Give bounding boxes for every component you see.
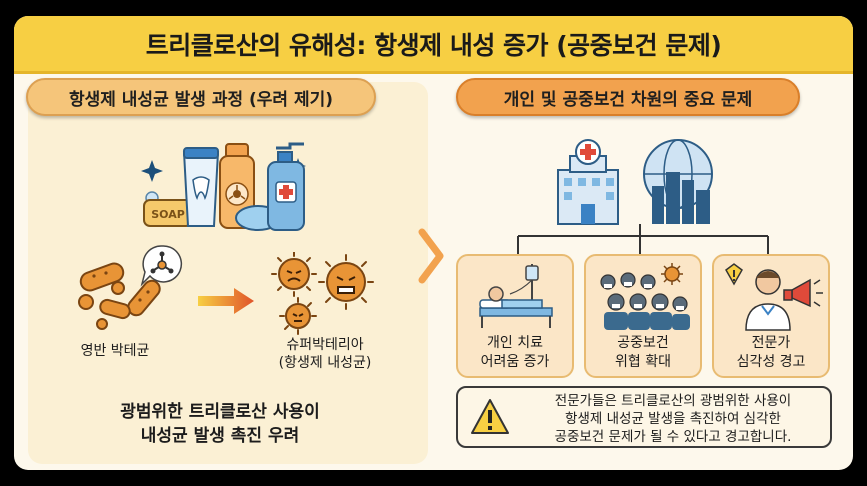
hospital-icon (557, 139, 619, 225)
impact-card-treatment: 개인 치료 어려움 증가 (456, 254, 574, 378)
doctor-megaphone-icon (725, 263, 823, 331)
expert-warning-box: 전문가들은 트리클로산의 광범위한 사용이 항생제 내성균 발생을 촉진하여 심… (456, 386, 832, 448)
card-treatment-caption: 개인 치료 어려움 증가 (480, 335, 550, 370)
right-section-header: 개인 및 공중보건 차원의 중요 문제 (456, 78, 800, 116)
warning-icon (471, 399, 509, 434)
superbug-illustration (271, 252, 374, 335)
superbug-label: 슈퍼박테리아 (286, 337, 364, 353)
card-expert-caption: 전문가 심각성 경고 (736, 335, 806, 370)
connector-lines (517, 224, 769, 256)
products-illustration: SOAP (141, 142, 306, 231)
chevron-right-icon (418, 228, 444, 284)
soap-bar-icon: SOAP (143, 199, 193, 227)
title-bar: 트리클로산의 유해성: 항생제 내성 증가 (공중보건 문제) (14, 16, 853, 74)
crowd-icon (600, 263, 690, 330)
transition-arrow-icon (198, 288, 254, 314)
card-public-health-caption: 공중보건 위협 확대 (615, 335, 671, 370)
molecule-icon (140, 245, 183, 287)
pump-bottle-icon (267, 142, 305, 231)
left-summary-line-2: 내성균 발생 촉진 우려 (140, 426, 300, 446)
impact-card-public-health: 공중보건 위협 확대 (584, 254, 702, 378)
left-summary-line-1: 광범위한 트리클로산 사용이 (120, 402, 320, 422)
svg-text:SOAP: SOAP (151, 208, 185, 221)
toothpaste-icon (182, 147, 220, 227)
ordinary-bacteria-illustration (78, 262, 161, 330)
globe-city-icon (643, 139, 713, 224)
superbug-sublabel: (항생제 내성균) (278, 355, 372, 371)
ordinary-bacteria-label: 영반 박테균 (80, 343, 150, 359)
warning-text: 전문가들은 트리클로산의 광범위한 사용이 항생제 내성균 발생을 촉진하여 심… (554, 393, 792, 445)
page-title: 트리클로산의 유해성: 항생제 내성 증가 (공중보건 문제) (145, 30, 722, 60)
impact-card-expert: 전문가 심각성 경고 (712, 254, 830, 378)
left-section-header: 항생제 내성균 발생 과정 (우려 제기) (26, 78, 376, 116)
hospital-bed-icon (479, 264, 553, 328)
hospital-city-illustration (557, 139, 713, 225)
